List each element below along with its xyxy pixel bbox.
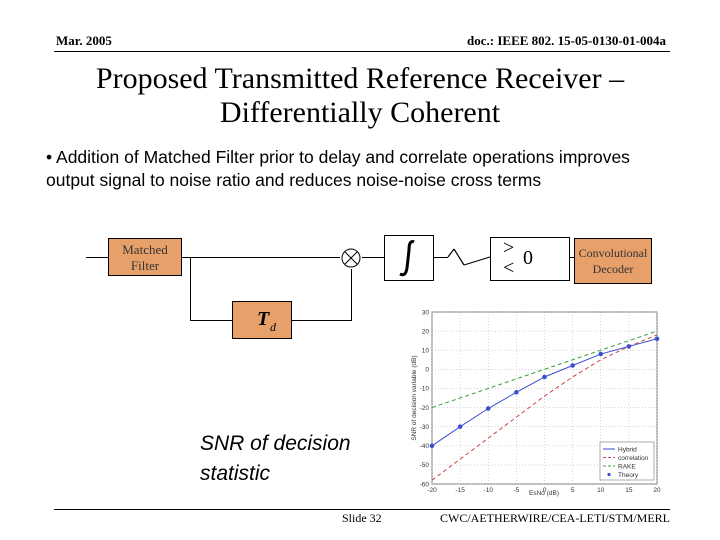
snr-caption: SNR of decision statistic — [200, 429, 390, 489]
series-point-theory — [485, 406, 491, 411]
x-tick-label: -10 — [484, 487, 494, 494]
bullet-text: • Addition of Matched Filter prior to de… — [46, 147, 630, 190]
y-tick-label: -40 — [420, 443, 430, 450]
wire-branch-down — [190, 257, 191, 321]
series-line-correlation — [431, 334, 658, 481]
footer-org: CWC/AETHERWIRE/CEA-LETI/STM/MERL — [440, 511, 670, 525]
y-tick-label: -50 — [420, 462, 430, 469]
y-tick-label: -10 — [420, 386, 430, 393]
series-point-theory — [570, 363, 575, 368]
y-tick-label: 10 — [422, 348, 430, 355]
integral-icon — [399, 240, 415, 277]
series-point-theory — [514, 389, 519, 395]
x-tick-label: 20 — [653, 487, 661, 494]
x-tick-label: -20 — [427, 487, 437, 494]
x-tick-label: 0 — [543, 487, 547, 494]
y-tick-label: -20 — [420, 405, 430, 412]
series-point-theory — [457, 424, 463, 429]
wire-delay-up — [351, 269, 352, 321]
wire-mixer-to-integrator — [362, 257, 384, 258]
series-point-theory — [429, 443, 435, 449]
legend-label: RAKE — [618, 463, 636, 470]
y-tick-label: 20 — [422, 328, 430, 335]
delay-block: T d — [232, 301, 292, 339]
y-tick-label: 30 — [422, 309, 430, 316]
y-tick-label: -60 — [420, 481, 430, 488]
decision-threshold: 0 — [523, 247, 533, 269]
caption-line-2: statistic — [200, 462, 271, 485]
x-tick-label: -5 — [513, 487, 519, 494]
wire-integrator-out — [434, 257, 448, 258]
x-tick-label: 10 — [597, 487, 605, 494]
x-tick-label: 15 — [625, 487, 633, 494]
series-point-theory — [654, 336, 660, 342]
header-rule — [54, 51, 670, 52]
slide-number: Slide 32 — [342, 511, 382, 525]
decoder-label-1: Convolutional — [578, 246, 648, 260]
matched-filter-block: Matched Filter — [108, 238, 182, 276]
decision-gt: > — [503, 237, 515, 259]
slide-title: Proposed Transmitted Reference Receiver … — [0, 62, 720, 130]
series-point-theory — [598, 351, 604, 357]
wire-mf-to-mixer — [182, 257, 340, 258]
title-line-2: Differentially Coherent — [219, 96, 501, 129]
y-tick-label: 0 — [425, 367, 429, 374]
series-point-theory — [626, 344, 632, 349]
wire-to-decoder — [570, 257, 574, 258]
matched-filter-label-2: Filter — [130, 258, 160, 273]
legend-label: correlation — [618, 455, 649, 462]
multiplier-icon — [341, 248, 361, 268]
delay-symbol: T — [257, 308, 270, 330]
y-tick-label: -30 — [420, 424, 430, 431]
legend-label: Theory — [618, 472, 639, 479]
x-axis-label: EsNo (dB) — [529, 490, 559, 497]
x-tick-label: -15 — [455, 487, 465, 494]
decision-lt: < — [503, 257, 515, 279]
series-line-rake — [431, 330, 658, 409]
integrator-block — [384, 235, 434, 281]
matched-filter-label-1: Matched — [122, 242, 168, 257]
series-point-theory — [542, 374, 547, 380]
wire-to-delay — [190, 320, 232, 321]
x-tick-label: 5 — [571, 487, 575, 494]
delay-subscript: d — [270, 320, 276, 334]
caption-line-1: SNR of decision — [200, 432, 351, 455]
decoder-label-2: Decoder — [592, 262, 634, 276]
legend-swatch — [607, 472, 611, 477]
y-axis-label: SNR of decision variable (dB) — [411, 355, 418, 440]
title-line-1: Proposed Transmitted Reference Receiver … — [95, 62, 625, 95]
footer-rule — [54, 509, 670, 510]
decision-block: > < 0 — [490, 237, 570, 281]
header-date: Mar. 2005 — [56, 33, 112, 48]
sampler-switch-icon — [447, 248, 491, 266]
wire-delay-out — [292, 320, 351, 321]
decoder-block: Convolutional Decoder — [574, 238, 652, 284]
legend-label: Hybrid — [618, 446, 637, 453]
header-doc-id: doc.: IEEE 802. 15-05-0130-01-004a — [467, 33, 666, 48]
series-group — [429, 330, 660, 481]
input-wire — [86, 257, 108, 258]
